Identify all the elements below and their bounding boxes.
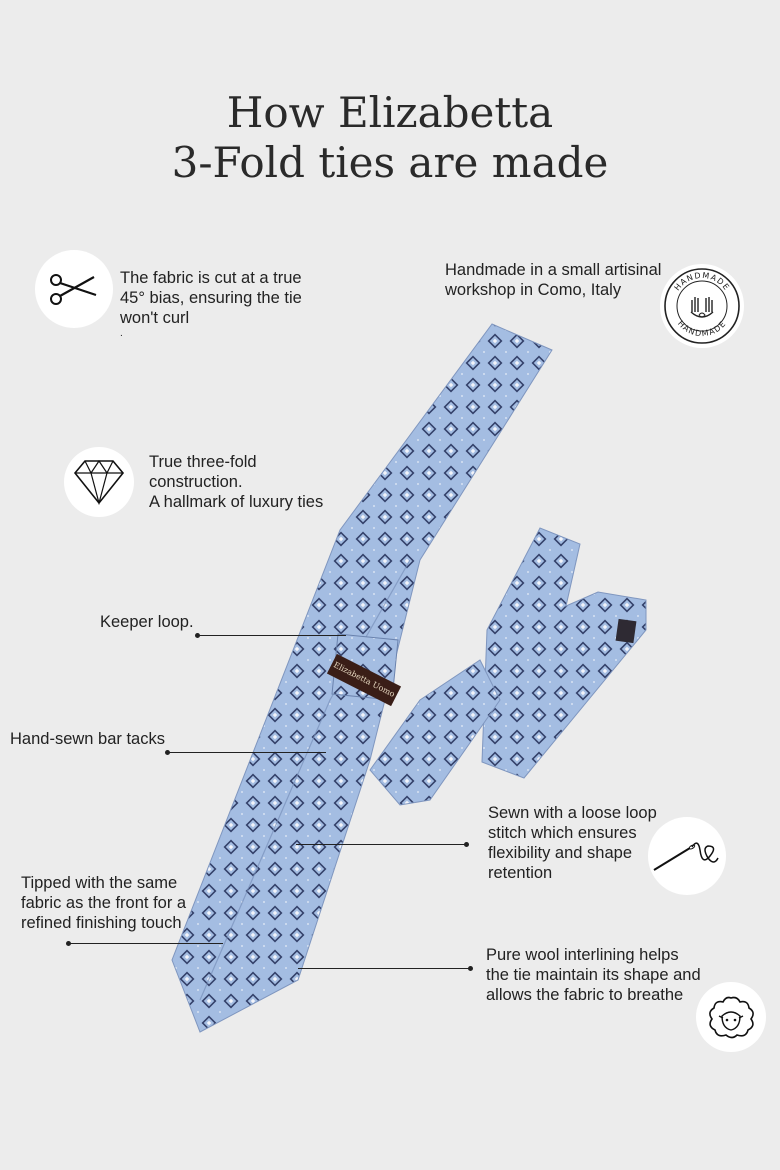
- tipped-dot: [66, 941, 71, 946]
- needle-icon-circle: [648, 817, 726, 895]
- wool-text: Pure wool interlining helps the tie main…: [486, 946, 701, 1004]
- loose-loop-dot: [464, 842, 469, 847]
- loose-loop-line: [296, 844, 466, 845]
- keeper-loop-line: [198, 635, 346, 636]
- diamond-icon: [73, 459, 125, 505]
- bar-tacks-dot: [165, 750, 170, 755]
- sheep-icon: [709, 996, 754, 1039]
- tie-size-tag: [615, 618, 637, 644]
- handmade-text: Handmade in a small artisinal workshop i…: [445, 261, 662, 299]
- sheep-icon-circle: [696, 982, 766, 1052]
- scissors-icon-circle: [35, 250, 113, 328]
- svg-text:HANDMADE: HANDMADE: [673, 271, 732, 293]
- tie-back-blade: [481, 527, 647, 779]
- tipped-line: [69, 943, 223, 944]
- bar-tacks-line: [168, 752, 326, 753]
- wool-line: [298, 968, 470, 969]
- title-line-2: 3-Fold ties are made: [171, 138, 609, 187]
- keeper-loop-text: Keeper loop.: [100, 613, 194, 631]
- tipped-text: Tipped with the same fabric as the front…: [21, 874, 187, 932]
- bar-tacks-text: Hand-sewn bar tacks: [10, 730, 165, 748]
- handmade-badge-circle: HANDMADE HANDMADE: [660, 264, 744, 348]
- needle-thread-icon: [653, 842, 719, 871]
- diamond-icon-circle: [64, 447, 134, 517]
- three-fold-text: True three-fold construction. A hallmark…: [149, 453, 324, 511]
- page-title: How Elizabetta 3-Fold ties are made: [0, 88, 780, 188]
- handmade-badge-icon: HANDMADE HANDMADE: [664, 268, 740, 344]
- svg-text:HANDMADE: HANDMADE: [676, 319, 728, 338]
- title-line-1: How Elizabetta: [226, 88, 554, 137]
- tie-loop: [369, 659, 501, 806]
- keeper-loop-dot: [195, 633, 200, 638]
- loose-loop-text: Sewn with a loose loop stitch which ensu…: [488, 804, 657, 882]
- bias-cut-text: The fabric is cut at a true 45° bias, en…: [120, 269, 302, 339]
- wool-dot: [468, 966, 473, 971]
- scissors-icon: [50, 274, 97, 305]
